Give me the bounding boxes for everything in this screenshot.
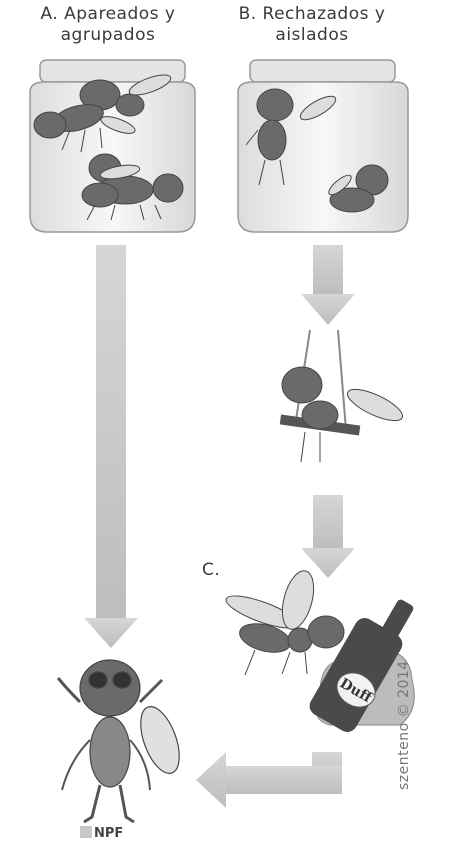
fly-on-swing: [280, 330, 407, 462]
arrow-c-return: [196, 752, 342, 808]
legend-swatch: [80, 826, 92, 838]
arrow-b-down-2: [301, 495, 355, 578]
legend: NPF: [80, 826, 123, 841]
fly-final: [58, 660, 187, 822]
arrow-b-down-1: [301, 245, 355, 325]
legend-label: NPF: [94, 826, 123, 841]
fly-drinking: [223, 567, 344, 675]
credit-text: szenteno © 2014: [396, 660, 416, 790]
arrow-a-down: [84, 245, 138, 648]
